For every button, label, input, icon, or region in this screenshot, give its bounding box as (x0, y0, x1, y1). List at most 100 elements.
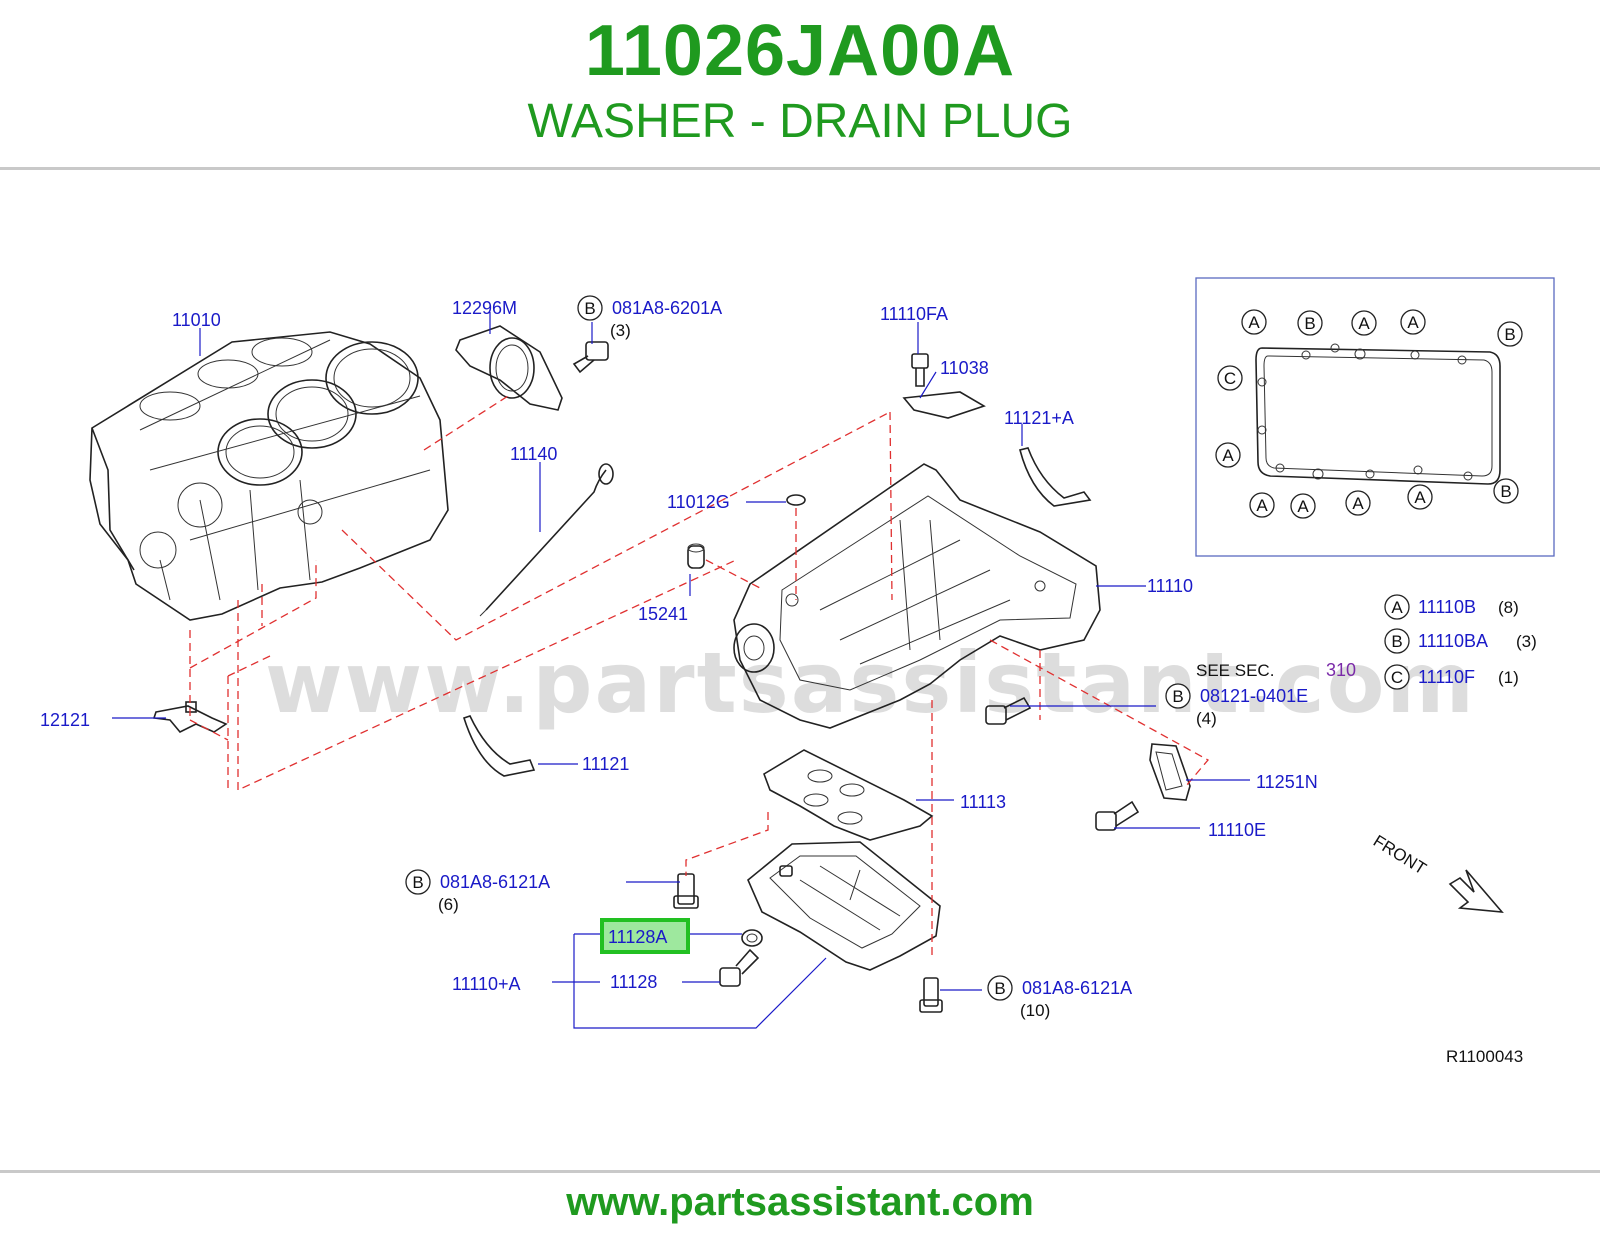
svg-text:(3): (3) (1516, 632, 1537, 651)
svg-text:C: C (1224, 369, 1236, 388)
callout-11121[interactable]: 11121 (582, 754, 629, 774)
svg-text:08121-0401E: 08121-0401E (1200, 686, 1308, 706)
part-description: WASHER - DRAIN PLUG (527, 95, 1073, 148)
bolt-legend: A 11110B (8) B 11110BA (3) C 11110F (1) (1384, 594, 1537, 690)
svg-text:081A8-6121A: 081A8-6121A (1022, 978, 1132, 998)
callout-11012g[interactable]: 11012G (667, 492, 730, 512)
svg-text:B: B (1304, 314, 1315, 333)
callout-11038[interactable]: 11038 (940, 358, 989, 378)
callout-11110e[interactable]: 11110E (1208, 820, 1266, 840)
header-divider (0, 167, 1600, 170)
dipstick-drawing (479, 463, 614, 617)
stiffener-plate-a-drawing (1019, 447, 1092, 507)
callout-11251n[interactable]: 11251N (1256, 772, 1318, 792)
dowel-15241-drawing (687, 543, 705, 569)
svg-text:B: B (412, 873, 423, 892)
bolt-11110e-drawing (1095, 800, 1140, 831)
bolt-pattern-inset: A B A A B C A A A A A B (1195, 277, 1555, 557)
inset-frame (1195, 277, 1555, 557)
callout-11121a[interactable]: 11121+A (1004, 408, 1074, 428)
svg-text:11110BA: 11110BA (1418, 631, 1488, 651)
drain-plug-washer-drawing (741, 929, 763, 947)
svg-text:A: A (1297, 497, 1309, 516)
callout-081a8-6201a[interactable]: B 081A8-6201A (3) (577, 295, 722, 340)
diagram-code: R1100043 (1446, 1047, 1523, 1066)
svg-text:B: B (994, 979, 1005, 998)
svg-text:081A8-6121A: 081A8-6121A (440, 872, 550, 892)
callout-11140[interactable]: 11140 (510, 444, 557, 464)
baffle-12121-drawing (152, 701, 228, 733)
svg-text:A: A (1407, 313, 1419, 332)
svg-text:310: 310 (1326, 660, 1356, 680)
svg-text:11110B: 11110B (1418, 597, 1476, 617)
svg-text:081A8-6201A: 081A8-6201A (612, 298, 722, 318)
svg-text:A: A (1358, 314, 1370, 333)
callout-15241[interactable]: 15241 (638, 604, 688, 624)
front-direction-indicator: FRONT (1370, 831, 1504, 913)
svg-text:A: A (1391, 598, 1403, 617)
bracket-11038-drawing (902, 391, 986, 419)
callout-12296m[interactable]: 12296M (452, 298, 517, 318)
callout-081a8-6121a-6[interactable]: B 081A8-6121A (6) (405, 869, 550, 914)
svg-text:A: A (1222, 446, 1234, 465)
svg-text:B: B (1504, 325, 1515, 344)
svg-text:(4): (4) (1196, 709, 1217, 728)
oil-pan-gasket-inner (1263, 355, 1493, 477)
assembly-guide-lines (189, 395, 1210, 960)
callout-081a8-6121a-10[interactable]: B 081A8-6121A (10) (987, 975, 1132, 1020)
svg-text:11128A: 11128A (608, 927, 667, 947)
svg-text:B: B (1500, 482, 1511, 501)
svg-text:FRONT: FRONT (1370, 831, 1430, 878)
legend-row-a[interactable]: A 11110B (8) (1384, 594, 1519, 620)
front-arrow-icon (1448, 869, 1504, 913)
plug-11012g-drawing (786, 494, 806, 506)
svg-text:(3): (3) (610, 321, 631, 340)
cylinder-block-drawing (89, 331, 449, 621)
callout-labels[interactable]: 11010 12296M B 081A8-6201A (3) 11110FA 1… (40, 295, 1523, 1066)
rear-oil-seal-drawing (455, 325, 563, 411)
bolt-08121-drawing (985, 696, 1032, 725)
callout-11128[interactable]: 11128 (610, 972, 657, 992)
svg-text:(10): (10) (1020, 1001, 1050, 1020)
legend-row-b[interactable]: B 11110BA (3) (1384, 628, 1537, 654)
svg-text:A: A (1256, 496, 1268, 515)
svg-text:A: A (1414, 488, 1426, 507)
svg-text:11110F: 11110F (1418, 667, 1475, 687)
svg-text:(6): (6) (438, 895, 459, 914)
drain-plug-drawing (719, 948, 760, 987)
callout-08121-0401e[interactable]: B 08121-0401E (4) (1165, 683, 1308, 728)
callout-11110a[interactable]: 11110+A (452, 974, 521, 994)
stiffener-plate-drawing (462, 715, 536, 777)
callout-leaders (112, 312, 1250, 1029)
callout-11110[interactable]: 11110 (1147, 576, 1193, 596)
svg-text:B: B (1391, 632, 1402, 651)
upper-oil-pan-drawing (733, 463, 1101, 729)
see-section-reference[interactable]: SEE SEC. 310 (1196, 660, 1356, 680)
callout-11128a-highlighted[interactable]: 11128A (600, 918, 690, 954)
footer-divider (0, 1170, 1600, 1173)
callout-12121[interactable]: 12121 (40, 710, 90, 730)
svg-text:C: C (1391, 668, 1403, 687)
page-header: 11026JA00A WASHER - DRAIN PLUG (0, 0, 1600, 168)
bracket-bolt-drawing (911, 353, 929, 387)
seal-retainer-bolt-drawing (572, 341, 609, 374)
oil-pan-gasket-outline (1255, 347, 1501, 485)
callout-11113[interactable]: 11113 (960, 792, 1006, 812)
svg-text:B: B (584, 299, 595, 318)
lower-pan-bolt-10-drawing (919, 977, 943, 1013)
inset-bolt-holes (1257, 343, 1473, 481)
part-number-title: 11026JA00A (584, 11, 1016, 91)
svg-text:(1): (1) (1498, 668, 1519, 687)
callout-11110fa[interactable]: 11110FA (880, 304, 948, 324)
highlight-box (600, 918, 690, 954)
footer-url-link[interactable]: www.partsassistant.com (566, 1180, 1034, 1224)
baffle-plate-11113-drawing (763, 749, 934, 841)
inset-circle-labels: A B A A B C A A A A A B (1215, 309, 1523, 519)
legend-row-c[interactable]: C 11110F (1) (1384, 664, 1519, 690)
svg-text:A: A (1352, 494, 1364, 513)
svg-text:SEE SEC.: SEE SEC. (1196, 661, 1274, 680)
callout-11010[interactable]: 11010 (172, 310, 221, 330)
svg-text:A: A (1248, 313, 1260, 332)
svg-text:B: B (1172, 687, 1183, 706)
